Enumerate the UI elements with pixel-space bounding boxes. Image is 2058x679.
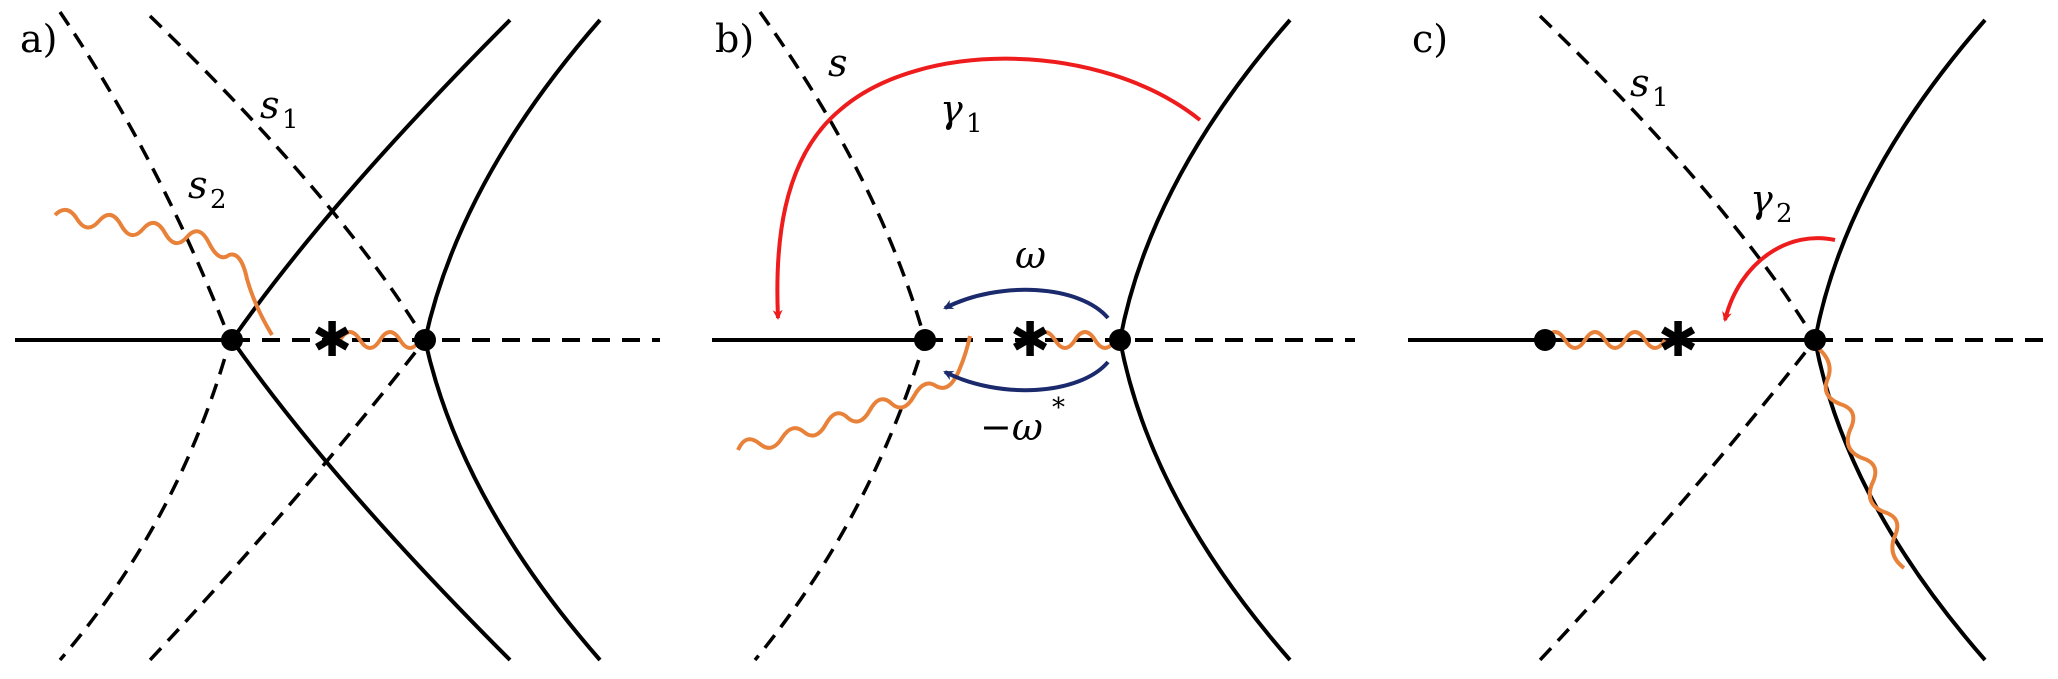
panel-b-label: b) <box>715 17 754 61</box>
contour-neg-omega-star <box>943 360 1110 393</box>
panel-b: b) ✱ s γ 1 ω −ω * <box>712 10 1355 662</box>
svg-text:1: 1 <box>282 105 299 135</box>
branch-point-left <box>1534 329 1556 351</box>
svg-text:1: 1 <box>966 109 983 139</box>
svg-text:*: * <box>1052 393 1065 423</box>
branch-point-left <box>221 329 243 351</box>
panel-a-label: a) <box>20 17 57 61</box>
svg-text:s: s <box>188 163 208 207</box>
svg-text:γ: γ <box>1750 177 1773 221</box>
panel-a: a) ✱ s 1 s 2 <box>15 11 660 662</box>
singularity-asterisk: ✱ <box>1010 312 1050 368</box>
label-neg-omega-star: −ω * <box>980 393 1065 449</box>
label-s: s <box>828 41 848 85</box>
contour-gamma1 <box>772 56 1202 320</box>
svg-text:s: s <box>260 83 280 127</box>
svg-text:2: 2 <box>1776 199 1793 229</box>
label-s2: s 2 <box>188 163 227 215</box>
branch-cut-right <box>1816 346 1906 570</box>
svg-text:−ω: −ω <box>980 405 1043 449</box>
branch-point-right <box>1109 329 1131 351</box>
panel-c: c) ✱ s 1 γ 2 <box>1408 14 2050 662</box>
singularity-asterisk: ✱ <box>312 312 352 368</box>
curve-s2 <box>58 11 232 662</box>
branch-cut-left <box>736 335 972 451</box>
label-s1: s 1 <box>260 83 299 135</box>
label-gamma2: γ 2 <box>1750 177 1793 229</box>
svg-text:s: s <box>828 41 848 85</box>
svg-text:ω: ω <box>1015 233 1046 277</box>
branch-cut-middle <box>1543 330 1667 350</box>
panel-c-label: c) <box>1412 17 1448 61</box>
label-s1: s 1 <box>1630 61 1669 113</box>
singularity-asterisk: ✱ <box>1658 312 1698 368</box>
branch-point-right <box>414 329 436 351</box>
contour-gamma2 <box>1722 236 1836 322</box>
contour-omega <box>943 287 1110 320</box>
svg-text:s: s <box>1630 61 1650 105</box>
branch-point-right <box>1804 329 1826 351</box>
branch-cut-left <box>53 207 274 337</box>
svg-text:2: 2 <box>210 185 227 215</box>
branch-point-left <box>914 329 936 351</box>
label-gamma1: γ 1 <box>940 87 983 139</box>
label-omega: ω <box>1015 233 1046 277</box>
svg-text:1: 1 <box>1652 83 1669 113</box>
svg-text:γ: γ <box>940 87 963 131</box>
